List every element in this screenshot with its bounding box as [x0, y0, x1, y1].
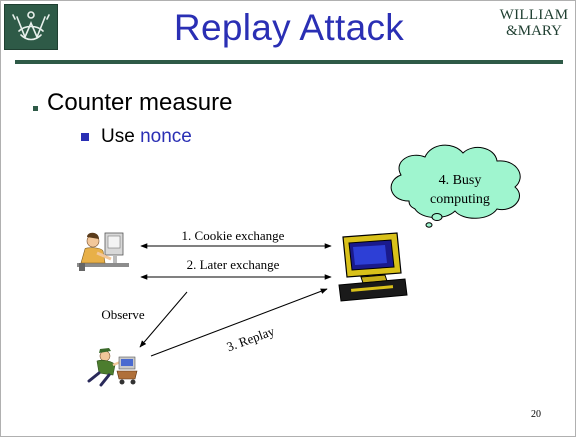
seal-logo-icon — [4, 4, 58, 50]
cloud-text-line-1: 4. Busy — [439, 173, 482, 188]
bullet-use-nonce: Use nonce — [81, 126, 192, 148]
wordmark-line-1: WILLIAM — [499, 7, 569, 23]
thought-cloud — [390, 144, 521, 228]
arrow-replay — [150, 288, 328, 357]
attacker-running-icon — [87, 348, 138, 387]
arrow-cookie-exchange-label: 1. Cookie exchange — [182, 228, 285, 243]
observe-label: Observe — [101, 307, 145, 322]
bullet-marker — [81, 133, 89, 141]
bullet-text-prefix: Use — [101, 126, 141, 147]
user-at-computer-icon — [77, 232, 129, 271]
nonce-highlight: nonce — [140, 126, 192, 147]
wordmark-logo: WILLIAM &MARY — [497, 7, 571, 39]
arrow-observe — [139, 291, 188, 348]
replay-label: 3. Replay — [224, 323, 276, 354]
bullet-counter-measure: Counter measure — [33, 89, 233, 117]
title-divider — [15, 60, 563, 64]
computer-icon — [338, 232, 408, 302]
cloud-text-line-2: computing — [430, 192, 490, 207]
wordmark-line-2: &MARY — [506, 23, 562, 39]
bullet-marker — [33, 106, 38, 111]
page-number: 20 — [531, 409, 541, 420]
arrow-later-exchange-label: 2. Later exchange — [187, 257, 280, 272]
bullet-text: Counter measure — [47, 89, 233, 116]
page-title: Replay Attack — [173, 7, 405, 48]
